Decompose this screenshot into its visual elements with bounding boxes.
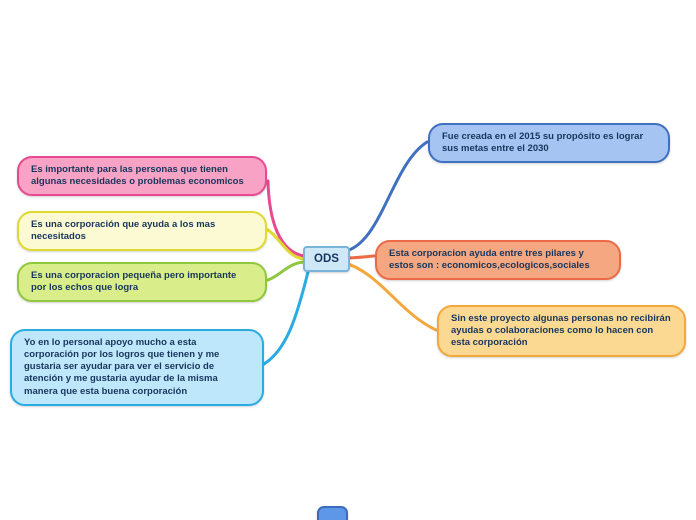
node-personal-support[interactable]: Yo en lo personal apoyo mucho a esta cor… — [10, 329, 264, 406]
connector-small-corp — [266, 260, 306, 282]
connector-helps-needy — [266, 228, 306, 261]
partial-node-bottom[interactable] — [317, 506, 348, 520]
node-three-pillars[interactable]: Esta corporacion ayuda entre tres pilare… — [375, 240, 621, 281]
node-root[interactable]: ODS — [303, 246, 350, 272]
connector-personal-support — [262, 270, 310, 366]
connector-created-2015 — [340, 140, 429, 254]
node-without-project[interactable]: Sin este proyecto algunas personas no re… — [437, 305, 686, 358]
node-helps-needy[interactable]: Es una corporación que ayuda a los mas n… — [17, 211, 267, 252]
node-importance[interactable]: Es importante para las personas que tien… — [17, 156, 267, 197]
node-small-corp[interactable]: Es una corporacion pequeña pero importan… — [17, 262, 267, 303]
node-created-2015[interactable]: Fue creada en el 2015 su propósito es lo… — [428, 123, 670, 164]
connector-importance — [266, 179, 306, 258]
